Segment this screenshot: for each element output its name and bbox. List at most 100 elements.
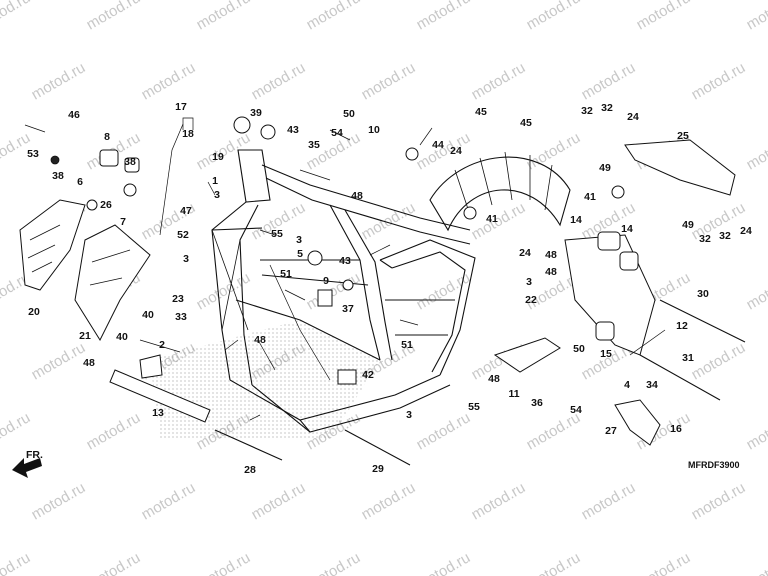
callout-5: 5 [297,248,303,260]
callout-49: 49 [682,219,694,231]
callout-15: 15 [600,348,612,360]
callout-11: 11 [508,388,519,400]
watermark-text: motod.ru [414,129,474,173]
callout-55: 55 [468,401,480,413]
callout-17: 17 [175,101,187,113]
engine-hanger-plate [564,231,656,356]
callout-3: 3 [214,189,220,201]
watermark-text: motod.ru [139,479,199,523]
callout-41: 41 [486,213,498,225]
watermark-text: motod.ru [524,0,584,33]
callout-16: 16 [670,423,682,435]
callout-39: 39 [250,107,262,119]
watermark-text: motod.ru [0,409,33,453]
callout-2: 2 [159,339,165,351]
callout-9: 9 [323,275,329,287]
callout-1: 1 [212,175,218,187]
callout-12: 12 [676,320,688,332]
callout-14: 14 [570,214,582,226]
callout-53: 53 [27,148,39,160]
callout-30: 30 [697,288,709,300]
watermark-text: motod.ru [414,549,474,576]
watermark-text: motod.ru [29,59,89,103]
watermark-text: motod.ru [524,129,584,173]
callout-54: 54 [331,127,343,139]
callout-45: 45 [475,106,487,118]
callout-35: 35 [308,139,320,151]
watermark-text: motod.ru [304,0,364,33]
watermark-text: motod.ru [689,339,749,383]
callout-50: 50 [343,108,355,120]
watermark-text: motod.ru [689,479,749,523]
callout-27: 27 [605,425,617,437]
callout-31: 31 [682,352,694,364]
watermark-text: motod.ru [469,199,529,243]
watermark-text: motod.ru [249,59,309,103]
watermark-text: motod.ru [194,269,254,313]
long-bolts [24,124,746,466]
watermark-text: motod.ru [359,199,419,243]
callout-3: 3 [183,253,189,265]
callout-52: 52 [177,229,189,241]
callout-21: 21 [79,330,91,342]
callout-32: 32 [719,230,731,242]
watermark-text: motod.ru [304,269,364,313]
callout-18: 18 [182,128,194,140]
callout-48: 48 [488,373,500,385]
callout-51: 51 [280,268,292,280]
callout-47: 47 [180,205,192,217]
callout-3: 3 [526,276,532,288]
small-bracket-16 [614,399,661,446]
watermark-text: motod.ru [29,479,89,523]
callout-36: 36 [531,397,543,409]
callout-33: 33 [175,311,187,323]
callout-37: 37 [342,303,354,315]
callout-40: 40 [142,309,154,321]
rear-bracket-right [611,139,736,199]
callout-38: 38 [124,156,136,168]
callout-14: 14 [621,223,633,235]
callout-40: 40 [116,331,128,343]
watermark-text: motod.ru [469,479,529,523]
callout-41: 41 [584,191,596,203]
watermark-text: motod.ru [194,549,254,576]
callout-48: 48 [83,357,95,369]
callout-13: 13 [152,407,164,419]
callout-48: 48 [545,266,557,278]
side-cover-left [19,199,86,291]
watermark-text: motod.ru [84,0,144,33]
watermark-text: motod.ru [139,59,199,103]
lower-cover-left [74,224,151,342]
callout-3: 3 [296,234,302,246]
callout-45: 45 [520,117,532,129]
watermark-text: motod.ru [744,129,768,173]
watermark-text: motod.ru [579,479,639,523]
watermark-text: motod.ru [359,479,419,523]
callout-3: 3 [406,409,412,421]
callout-34: 34 [646,379,658,391]
lower-plate-11 [493,337,561,373]
callout-38: 38 [52,170,64,182]
watermark-text: motod.ru [0,0,33,33]
callout-44: 44 [432,139,444,151]
watermark-text: motod.ru [744,269,768,313]
watermark-text: motod.ru [414,0,474,33]
callout-29: 29 [372,463,384,475]
callout-4: 4 [624,379,630,391]
callout-6: 6 [77,176,83,188]
callout-7: 7 [120,216,126,228]
diagram-code: MFRDF3900 [688,460,740,470]
callout-43: 43 [287,124,299,136]
callout-22: 22 [525,294,537,306]
watermark-text: motod.ru [29,339,89,383]
watermark-text: motod.ru [634,0,694,33]
watermark-text: motod.ru [524,549,584,576]
watermark-text: motod.ru [744,409,768,453]
callout-43: 43 [339,255,351,267]
front-direction-arrow: FR. [12,449,43,478]
callout-32: 32 [601,102,613,114]
callout-42: 42 [362,369,374,381]
callout-50: 50 [573,343,585,355]
